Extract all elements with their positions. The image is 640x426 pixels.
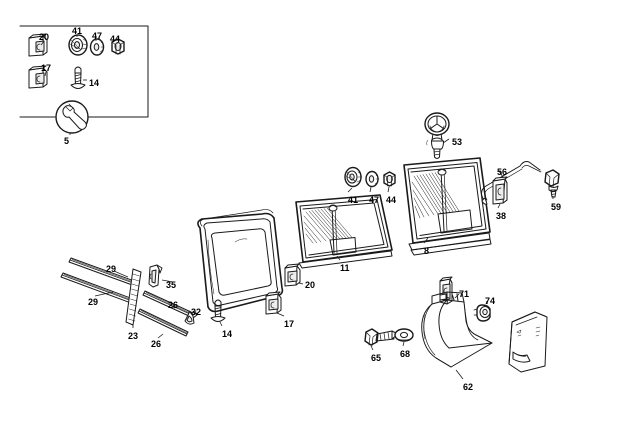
callout-20-frame: 20 — [305, 280, 316, 290]
callout-44: 44 — [110, 34, 121, 44]
part-59-hex-bolt — [544, 169, 560, 198]
part-38-clip — [492, 176, 508, 205]
trim-strips-29 — [60, 257, 138, 304]
part-62-air-duct — [421, 291, 493, 368]
callout-62: 62 — [463, 382, 474, 392]
hardware-kit-box — [19, 25, 149, 134]
grille-fasteners — [344, 166, 396, 188]
leader-lines — [40, 35, 554, 380]
part-74-grommet-nut — [473, 304, 491, 322]
callout-29-lower: 29 — [88, 297, 99, 307]
grille-surround-frame — [197, 209, 284, 313]
callout-14-lower: 14 — [222, 329, 233, 339]
callout-41: 41 — [72, 26, 83, 36]
callout-20: 20 — [39, 32, 50, 42]
callout-14: 14 — [89, 78, 100, 88]
callout-38: 38 — [496, 211, 507, 221]
callout-35: 35 — [166, 280, 177, 290]
callout-74: 74 — [485, 296, 496, 306]
cover-panel — [508, 311, 548, 373]
callout-53: 53 — [452, 137, 463, 147]
part-44-nut-icon — [383, 171, 396, 187]
part-17-clip-icon — [28, 65, 48, 89]
callout-41-grille: 41 — [348, 195, 359, 205]
part-8-grille-insert-right — [403, 157, 492, 256]
part-41-grommet-icon — [344, 166, 363, 188]
callout-5: 5 — [64, 136, 70, 146]
part-14-screw-icon — [70, 66, 86, 89]
part-47-washer-icon — [365, 170, 380, 188]
callout-26-upper: 26 — [168, 300, 179, 310]
part-35-clip — [148, 264, 163, 288]
callout-29-upper: 29 — [106, 264, 117, 274]
part-11-grille-insert-left — [295, 194, 393, 269]
part-65-hex-screw — [364, 328, 399, 347]
callout-11: 11 — [340, 263, 350, 273]
part-56-support-rod — [481, 161, 542, 205]
callout-47-grille: 47 — [369, 195, 380, 205]
part-26-trim-strip — [142, 290, 192, 317]
callout-56: 56 — [497, 167, 508, 177]
callout-47: 47 — [92, 31, 103, 41]
callout-17-frame: 17 — [284, 319, 295, 329]
trim-strips-26 — [137, 290, 192, 337]
callout-44-grille: 44 — [386, 195, 397, 205]
callout-71: 71 — [459, 289, 470, 299]
part-17-clip — [265, 291, 282, 315]
callout-68: 68 — [400, 349, 411, 359]
part-47-washer-icon — [89, 38, 105, 56]
callout-17: 17 — [41, 63, 52, 73]
service-tool-marker-5 — [55, 100, 89, 134]
part-20-clip — [284, 263, 301, 287]
part-44-nut-icon — [111, 38, 125, 55]
part-68-washer — [394, 328, 414, 342]
part-20-clip-icon — [28, 33, 48, 57]
callout-65: 65 — [371, 353, 382, 363]
callout-23: 23 — [128, 331, 139, 341]
callout-8: 8 — [424, 246, 430, 256]
callout-26-lower: 26 — [151, 339, 162, 349]
callout-32: 32 — [191, 307, 202, 317]
part-41-grommet-icon — [68, 34, 88, 56]
part-53-star-emblem — [424, 112, 450, 159]
callout-59: 59 — [551, 202, 562, 212]
part-26-trim-strip — [137, 308, 189, 337]
